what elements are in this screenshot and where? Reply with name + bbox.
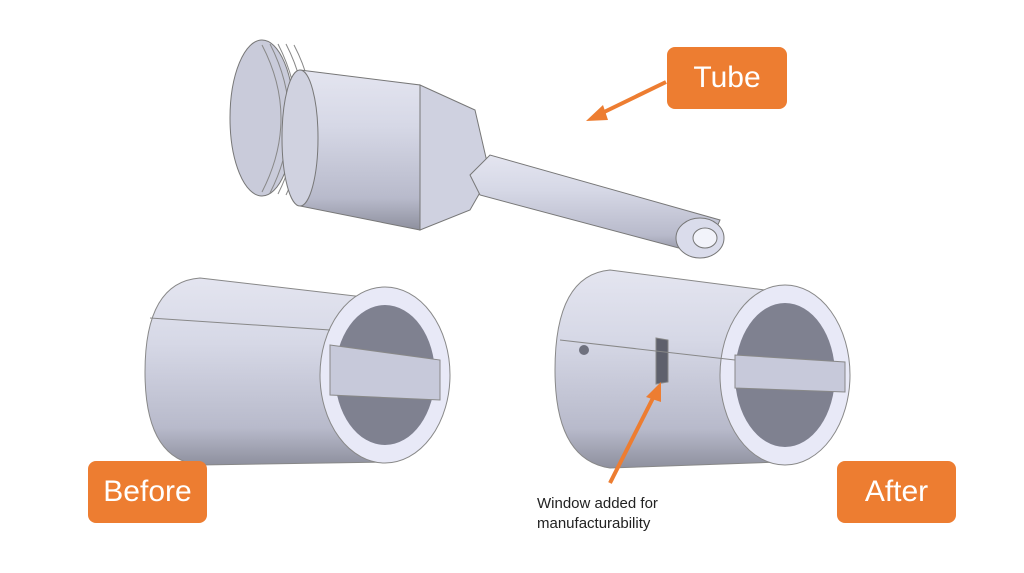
- annotation-line-2: manufacturability: [537, 515, 651, 532]
- window-annotation: Window added for manufacturability: [537, 494, 658, 534]
- window-cutout: [655, 337, 669, 385]
- tube-label: Tube: [667, 47, 787, 109]
- tube-cone: [419, 84, 491, 231]
- after-label: After: [837, 461, 956, 523]
- before-part: [144, 277, 451, 466]
- window-arrow: [608, 382, 661, 484]
- annotation-line-1: Window added for: [537, 495, 658, 512]
- tube-part: [229, 39, 725, 259]
- side-hole: [579, 345, 589, 355]
- after-part: [554, 269, 851, 469]
- before-label: Before: [88, 461, 207, 523]
- tube-arrow: [586, 80, 667, 121]
